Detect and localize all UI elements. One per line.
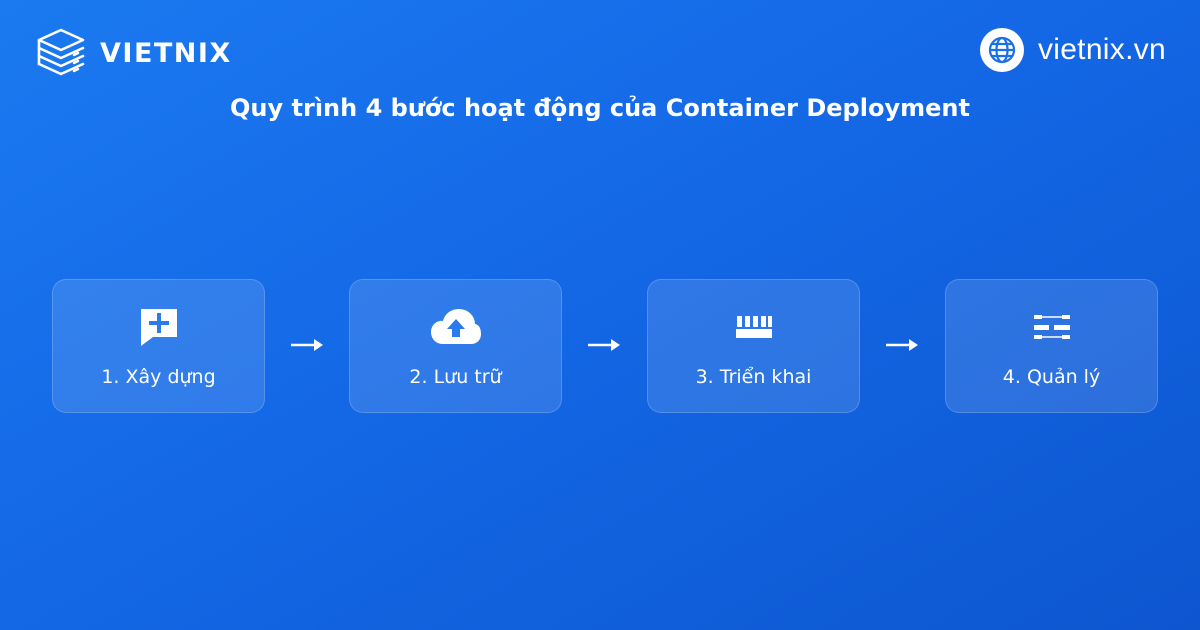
website-url: vietnix.vn [1037,33,1166,66]
globe-badge [979,28,1024,72]
step-label: 1. Xây dựng [101,366,216,388]
arrow-right-icon [291,339,323,351]
step-icon-wrap [138,305,180,349]
step-label: 3. Triển khai [695,366,812,388]
step-icon-wrap [430,305,482,349]
stacked-layers-icon [37,28,85,76]
add-comment-icon [140,309,177,346]
arrow-right-icon [886,339,918,351]
manage-nodes-icon [1033,315,1070,339]
brand-name: VIETNIX [100,37,232,69]
step-icon-wrap [734,305,774,349]
diagram-title: Quy trình 4 bước hoạt động của Container… [230,94,970,122]
globe-icon [988,36,1016,64]
step-manage: 4. Quản lý [945,279,1158,413]
step-label: 4. Quản lý [1002,366,1101,388]
cloud-upload-icon [430,309,481,344]
step-label: 2. Lưu trữ [409,366,502,388]
process-flow: 1. Xây dựng 2. Lưu trữ [52,279,1158,413]
website-link[interactable]: vietnix.vn [979,28,1166,72]
step-build: 1. Xây dựng [52,279,265,413]
deploy-bars-icon [735,316,772,338]
step-deploy: 3. Triển khai [647,279,860,413]
step-store: 2. Lưu trữ [349,279,562,413]
brand-logo: VIETNIX [34,26,232,80]
step-icon-wrap [1032,305,1072,349]
arrow-right-icon [588,339,620,351]
